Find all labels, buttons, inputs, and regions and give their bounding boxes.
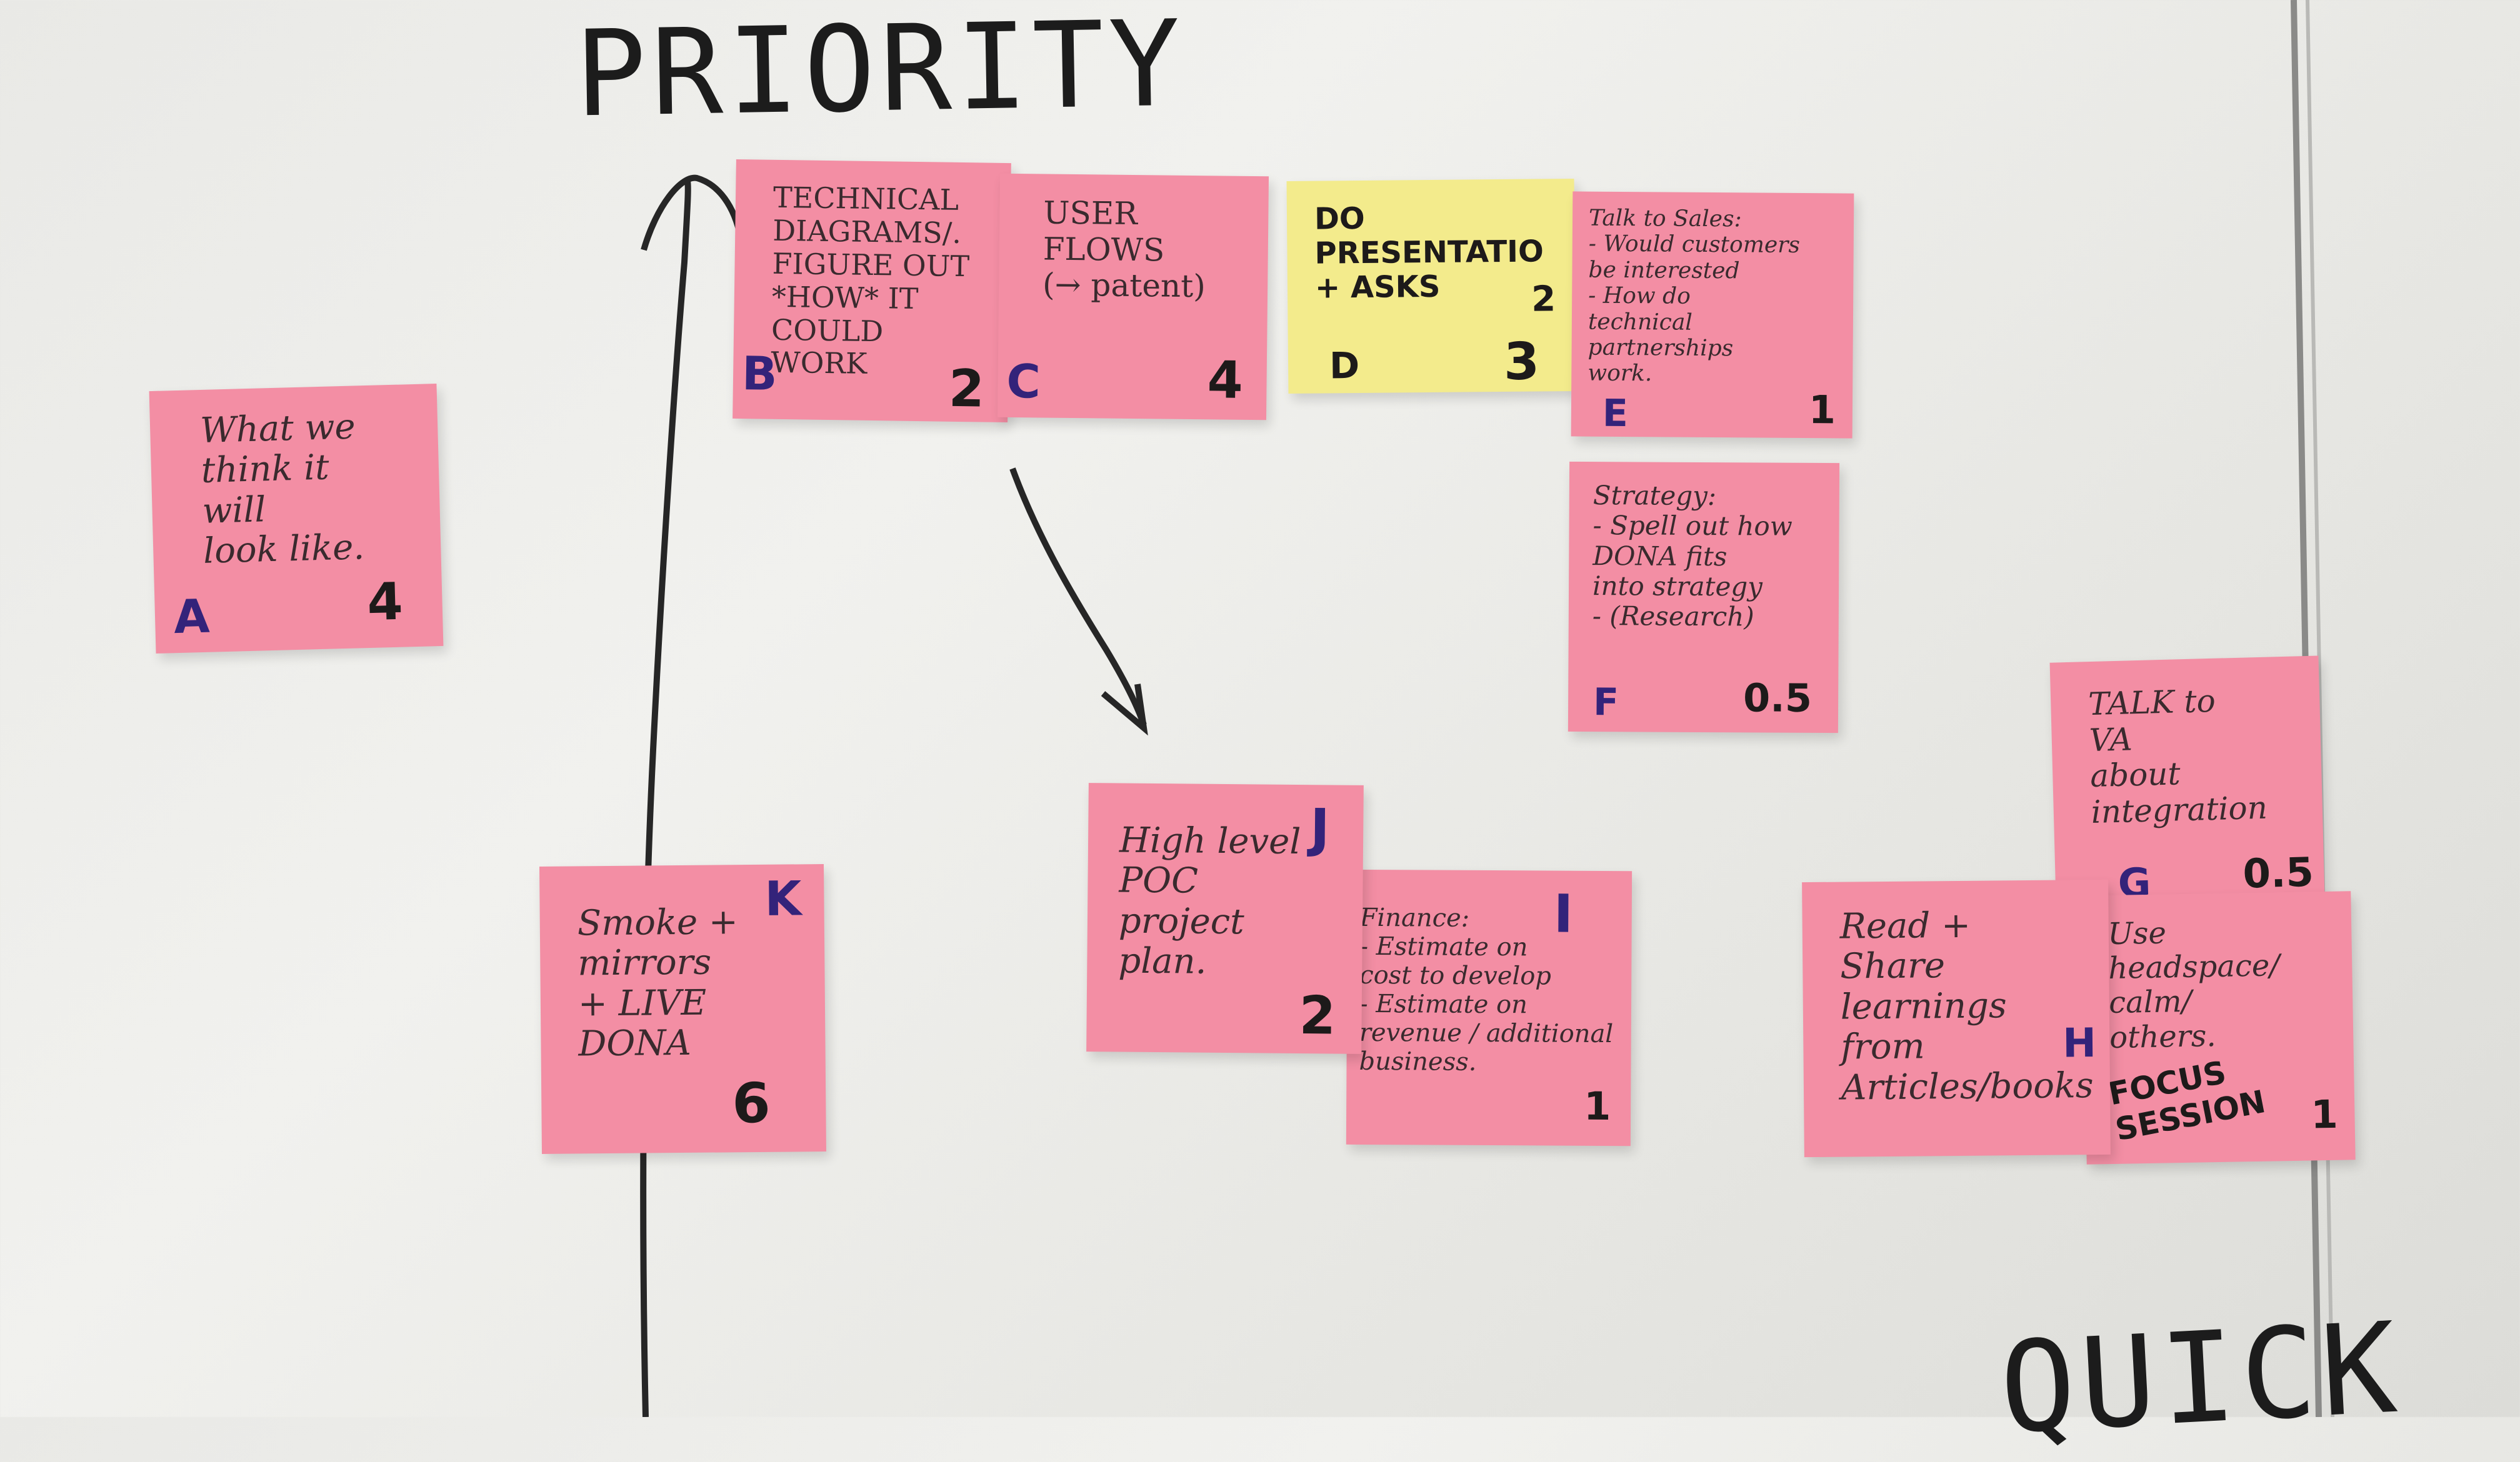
sticky-note-i[interactable]: Finance: - Estimate on cost to develop -… <box>1346 869 1632 1146</box>
note-e-letter: E <box>1602 391 1629 436</box>
note-k-letter: K <box>764 870 802 927</box>
flow-arrow-line <box>1009 467 1147 726</box>
note-c-text: USER FLOWS (→ patent) <box>1042 194 1206 305</box>
sticky-note-j[interactable]: High level POC project plan. J 2 <box>1086 783 1364 1054</box>
note-f-text: Strategy: - Spell out how DONA fits into… <box>1592 480 1792 632</box>
note-f-points: 0.5 <box>1742 675 1812 721</box>
note-d-letter: D <box>1329 344 1360 387</box>
sticky-note-d[interactable]: DO PRESENTATIO + ASKS 2 D 3 <box>1286 178 1576 394</box>
sticky-note-a[interactable]: What we think it will look like. A 4 <box>149 384 444 654</box>
note-d-points: 3 <box>1503 332 1540 392</box>
priority-axis-line <box>640 181 691 1417</box>
sticky-note-k[interactable]: Smoke + mirrors + LIVE DONA K 6 <box>539 864 826 1154</box>
sticky-note-c[interactable]: USER FLOWS (→ patent) C 4 <box>997 173 1269 420</box>
note-a-letter: A <box>172 589 211 645</box>
note-c-letter: C <box>1006 354 1041 409</box>
quick-heading: QUICK <box>1996 1295 2405 1462</box>
note-f-letter: F <box>1592 680 1619 725</box>
note-b-letter: B <box>741 347 778 401</box>
note-g-text: TALK to VA about integration <box>2088 682 2268 830</box>
note-a-text: What we think it will look like. <box>199 406 365 572</box>
note-e-text: Talk to Sales: - Would customers be inte… <box>1588 205 1801 387</box>
sticky-note-h[interactable]: Read + Share learnings from Articles/boo… <box>1802 879 2111 1158</box>
note-g-points: 0.5 <box>2242 849 2314 898</box>
flow-arrow-head <box>1101 684 1148 736</box>
note-a-points: 4 <box>366 572 404 633</box>
whiteboard: PRIORITY QUICK What we think it will loo… <box>149 0 2405 1462</box>
note-b-points: 2 <box>948 359 985 419</box>
note-k-points: 6 <box>731 1070 771 1136</box>
note-i-points: 1 <box>1583 1083 1611 1130</box>
note-i-letter: I <box>1553 883 1574 945</box>
sticky-note-b[interactable]: TECHNICAL DIAGRAMS/. FIGURE OUT *HOW* IT… <box>732 159 1011 423</box>
note-j-points: 2 <box>1299 985 1336 1047</box>
priority-heading: PRIORITY <box>574 0 1186 144</box>
note-e-points: 1 <box>1808 387 1836 433</box>
sticky-note-f[interactable]: Strategy: - Spell out how DONA fits into… <box>1568 461 1840 733</box>
note-focus-points: 1 <box>2310 1091 2339 1138</box>
sticky-note-e[interactable]: Talk to Sales: - Would customers be inte… <box>1571 191 1854 439</box>
note-i-text: Finance: - Estimate on cost to develop -… <box>1359 903 1614 1077</box>
note-h-text: Read + Share learnings from Articles/boo… <box>1839 905 2094 1108</box>
note-j-letter: J <box>1309 797 1330 859</box>
note-d-mark: 2 <box>1531 279 1556 320</box>
note-c-points: 4 <box>1207 351 1244 410</box>
priority-axis-arrowhead <box>641 174 744 251</box>
note-h-letter: H <box>2062 1020 2097 1067</box>
sticky-note-focus-session[interactable]: Use headspace/ calm/ others. FOCUS SESSI… <box>2082 891 2356 1165</box>
